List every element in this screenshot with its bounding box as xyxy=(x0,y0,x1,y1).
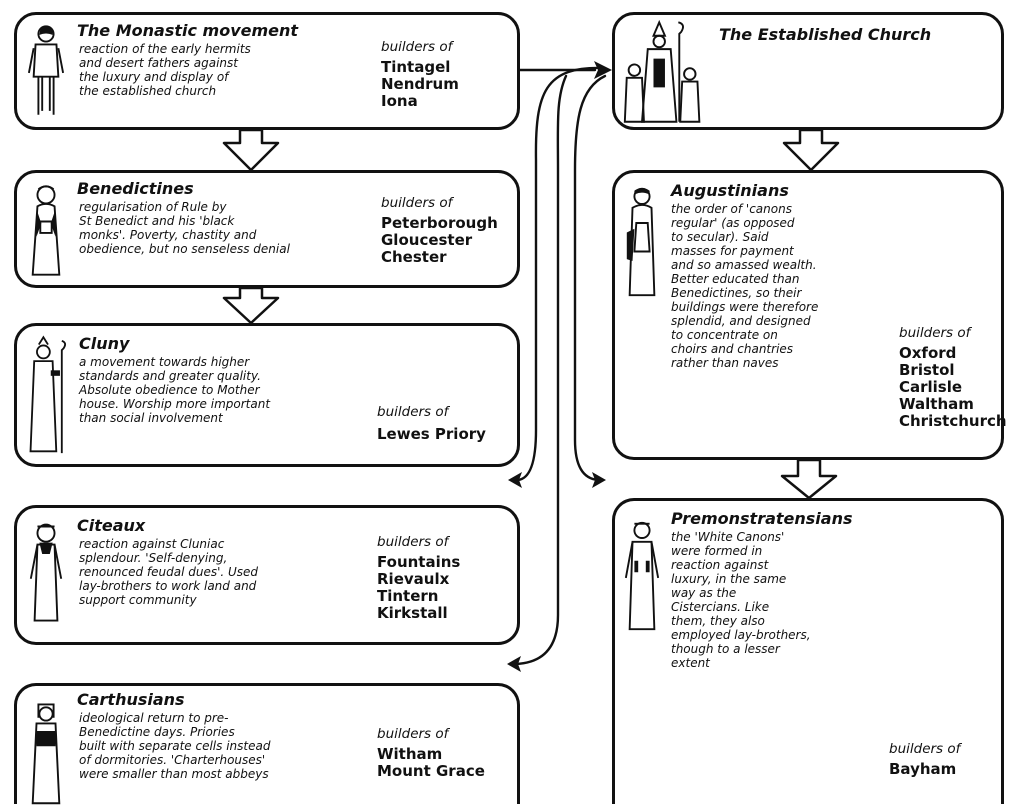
white-canon-figure-icon xyxy=(624,521,660,631)
carthusian-monk-figure-icon xyxy=(31,703,61,805)
order-description: ideological return to pre-Benedictine da… xyxy=(79,711,271,781)
link-church-to-premonstratensians xyxy=(573,74,607,482)
cluniac-monk-with-crozier-icon xyxy=(29,335,67,454)
link-church-curve xyxy=(516,66,606,482)
down-arrow-monastic-benedictines xyxy=(222,128,280,172)
order-title: Cluny xyxy=(79,334,130,353)
down-arrow-church-augustinians xyxy=(782,128,840,172)
cistercian-monk-figure-icon xyxy=(29,523,63,622)
builders-label: builders of xyxy=(381,39,453,55)
order-title: Benedictines xyxy=(77,179,194,198)
builders-label: builders of xyxy=(381,195,453,211)
bishop-and-clergy-figures-icon xyxy=(623,19,701,123)
arrowhead-church xyxy=(594,61,612,79)
down-arrow-benedictines-cluny xyxy=(222,286,280,325)
buildings-list: Lewes Priory xyxy=(377,425,486,443)
builders-label: builders of xyxy=(377,404,449,420)
order-box-monastic: The Monastic movement reaction of the ea… xyxy=(14,12,520,130)
builders-label: builders of xyxy=(377,534,449,550)
order-title: Citeaux xyxy=(77,516,146,535)
order-title: Premonstratensians xyxy=(671,509,853,528)
builders-label: builders of xyxy=(889,741,961,757)
order-title: The Monastic movement xyxy=(77,21,299,40)
arrowhead-premonstratensians xyxy=(592,472,606,488)
arrowhead-citeaux xyxy=(508,472,522,488)
order-title: Augustinians xyxy=(671,181,789,200)
order-box-premonstratensians: Premonstratensians the 'White Canons'wer… xyxy=(612,498,1004,804)
black-monk-figure-icon xyxy=(31,185,61,276)
builders-label: builders of xyxy=(899,325,971,341)
builders-label: builders of xyxy=(377,726,449,742)
order-title: The Established Church xyxy=(719,25,932,44)
buildings-list: Bayham xyxy=(889,760,957,778)
order-box-established-church: The Established Church xyxy=(612,12,1004,130)
down-arrow-augustinians-premonstratensians xyxy=(780,458,838,500)
order-box-carthusians: Carthusians ideological return to pre-Be… xyxy=(14,683,520,805)
order-title: Carthusians xyxy=(77,690,185,709)
hermit-figure-icon xyxy=(27,25,65,115)
augustinian-canon-figure-icon xyxy=(626,187,656,297)
arrowhead-carthusians xyxy=(507,656,521,672)
link-church-to-carthusians xyxy=(514,74,568,666)
